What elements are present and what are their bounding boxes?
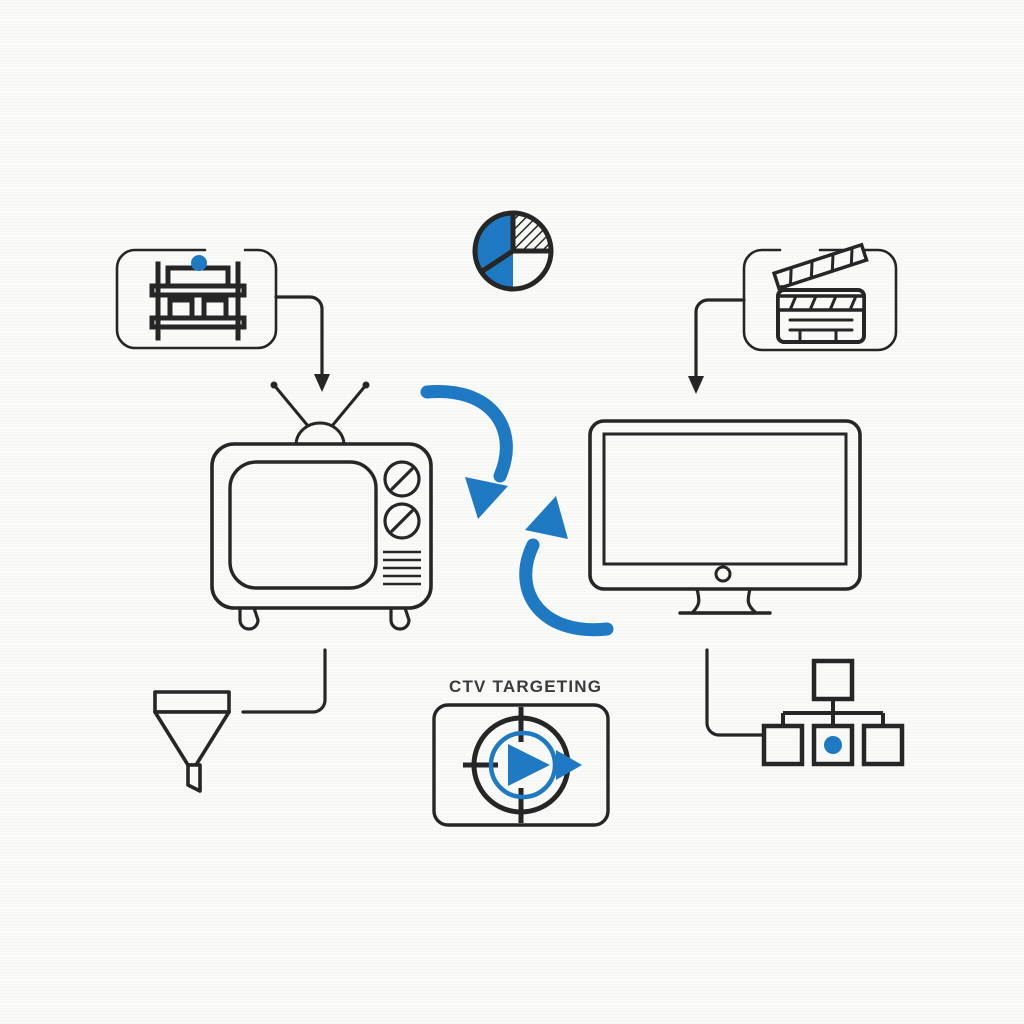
rack-to-tv-connector [274, 295, 330, 392]
funnel-icon [153, 690, 231, 793]
monitor-to-org-chart-connector [705, 648, 770, 737]
tv-to-monitor-arrow [420, 384, 513, 519]
monitor-to-tv-arrow [519, 496, 614, 637]
clapperboard-to-monitor-connector [688, 298, 746, 394]
broadcast-rack-icon [115, 248, 278, 350]
status-dot-blue [191, 255, 207, 271]
status-dot-blue [824, 736, 842, 754]
tv-to-funnel-connector [241, 648, 327, 714]
clapperboard-icon [742, 242, 898, 352]
ctv-targeting-label: CTV TARGETING [449, 677, 603, 696]
pie-chart-icon [472, 210, 554, 292]
ctv-targeting-icon [432, 703, 610, 827]
monitor-icon [588, 419, 862, 615]
org-chart-icon [761, 658, 905, 767]
retro-tv-icon [210, 381, 433, 631]
